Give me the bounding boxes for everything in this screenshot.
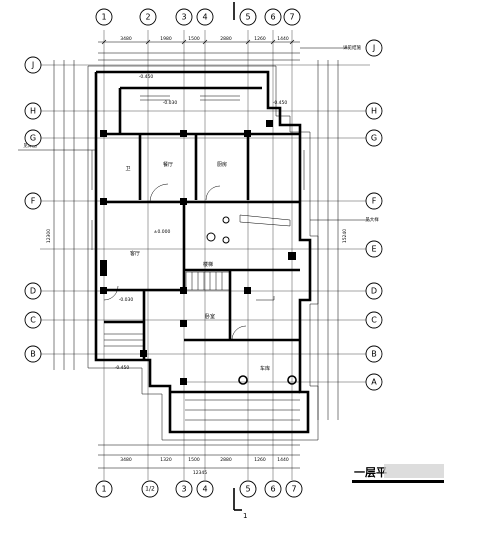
- elevation-3: ±0.000: [154, 229, 171, 235]
- drawing-title-block: 一层平: [352, 464, 444, 483]
- top-dim-4: 2880: [220, 36, 232, 42]
- top-dim-2: 1980: [160, 36, 172, 42]
- left-axis-bubbles: J H G F D C B: [24, 56, 42, 363]
- room-label-garage: 车库: [260, 365, 270, 372]
- axis-bottom-3: 3: [181, 485, 186, 494]
- top-axis-bubbles: 1 2 3 4 5 6 7: [95, 8, 301, 26]
- bottom-dim-2: 1320: [160, 457, 172, 463]
- room-label-bedroom: 卧室: [205, 313, 215, 320]
- elevation-4: -0.450: [115, 365, 130, 371]
- axis-top-7: 7: [289, 13, 294, 22]
- room-label-dining: 餐厅: [163, 161, 173, 168]
- bottom-dim-6: 1440: [277, 457, 289, 463]
- axis-left-H: H: [30, 107, 36, 116]
- axis-left-G: G: [30, 134, 36, 143]
- axis-right-B: B: [371, 350, 377, 359]
- axis-left-D: D: [30, 287, 36, 296]
- room-label-wc: 卫: [125, 166, 130, 172]
- axis-left-C: C: [30, 316, 36, 325]
- axis-left-B: B: [30, 350, 36, 359]
- axis-top-3: 3: [181, 13, 186, 22]
- section-cut-marks: [233, 2, 242, 511]
- axis-right-A: A: [371, 378, 377, 387]
- round-columns: [206, 216, 297, 385]
- axis-bottom-5: 5: [245, 485, 250, 494]
- room-label-stairs: 楼梯: [203, 261, 213, 268]
- elevation-5: -0.030: [119, 297, 134, 303]
- doors-and-windows: [91, 95, 305, 421]
- room-labels: 客厅 餐厅 厨房 卫 卧室 车库 楼梯: [125, 161, 270, 372]
- structural-columns: [100, 120, 296, 385]
- staircase: [104, 271, 231, 347]
- right-axis-bubbles: J H G F E D C B A: [365, 39, 383, 391]
- top-dim-6: 1440: [277, 36, 289, 42]
- axis-bottom-2: 1/2: [145, 486, 155, 493]
- axis-left-F: F: [31, 197, 36, 206]
- room-label-living: 客厅: [130, 250, 140, 257]
- section-label: 1: [243, 512, 247, 520]
- axis-top-2: 2: [145, 13, 150, 22]
- left-dim-total: 12300: [46, 229, 52, 243]
- top-dim-3: 1500: [188, 36, 200, 42]
- elevation-marks: -0.450 -0.030 ±0.000 -0.450 -0.030 -0.45…: [115, 74, 288, 371]
- axis-top-6: 6: [270, 13, 275, 22]
- bottom-dim-total: 12345: [193, 470, 207, 476]
- elevation-2: -0.030: [163, 100, 178, 106]
- axis-right-J: J: [372, 44, 375, 53]
- top-dimension-chains: 3480 1980 1500 2880 1260 1440: [98, 36, 300, 61]
- annotation-1: 详见结施: [343, 44, 361, 51]
- axis-top-5: 5: [245, 13, 250, 22]
- axis-top-4: 4: [202, 13, 207, 22]
- bottom-dim-5: 1260: [254, 457, 266, 463]
- bottom-dim-3: 1500: [188, 457, 200, 463]
- axis-right-H: H: [371, 107, 377, 116]
- top-dim-1: 3480: [120, 36, 132, 42]
- axis-right-F: F: [372, 197, 377, 206]
- bottom-dimension-chains: 3480 1320 1500 2880 1260 1440 12345: [98, 444, 300, 476]
- top-dim-5: 1260: [254, 36, 266, 42]
- bottom-dim-4: 2880: [220, 457, 232, 463]
- building-walls: [87, 65, 319, 441]
- elevation-6: -0.450: [273, 100, 288, 106]
- axis-bottom-4: 4: [202, 485, 207, 494]
- bottom-axis-bubbles: 1 1/2 3 4 5 6 7: [95, 480, 303, 498]
- axis-right-E: E: [371, 245, 376, 254]
- axis-left-J: J: [31, 61, 34, 70]
- bottom-dim-1: 3480: [120, 457, 132, 463]
- annotation-2: 见大样: [365, 216, 379, 223]
- room-label-kitchen: 厨房: [217, 161, 227, 168]
- axis-right-D: D: [371, 287, 377, 296]
- elevation-1: -0.450: [139, 74, 154, 80]
- axis-bottom-1: 1: [101, 485, 106, 494]
- axis-top-1: 1: [101, 13, 106, 22]
- axis-bottom-7: 7: [291, 485, 296, 494]
- axis-bottom-6: 6: [270, 485, 275, 494]
- axis-right-G: G: [371, 134, 377, 143]
- right-dim-total: 15240: [342, 229, 348, 243]
- axis-right-C: C: [371, 316, 377, 325]
- drawing-title: 一层平: [354, 466, 387, 479]
